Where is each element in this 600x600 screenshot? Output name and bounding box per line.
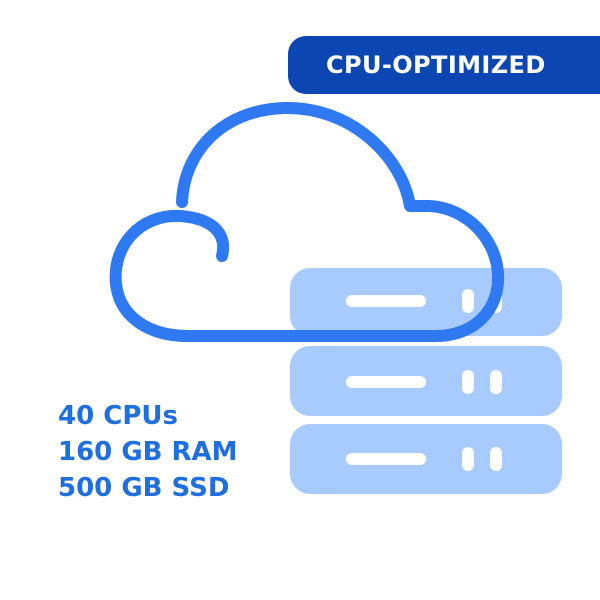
spec-cpu: 40 CPUs	[58, 401, 178, 431]
server-stack-icon	[290, 268, 562, 494]
spec-ram: 160 GB RAM	[58, 437, 238, 467]
server-unit-bottom	[290, 424, 562, 494]
spec-storage: 500 GB SSD	[58, 473, 230, 503]
server-unit-top	[290, 268, 562, 336]
server-unit-middle	[290, 346, 562, 416]
category-badge: CPU-OPTIMIZED	[288, 36, 600, 94]
cloud-icon	[109, 101, 505, 342]
badge-label: CPU-OPTIMIZED	[326, 51, 546, 79]
spec-list: 40 CPUs 160 GB RAM 500 GB SSD	[58, 398, 288, 506]
